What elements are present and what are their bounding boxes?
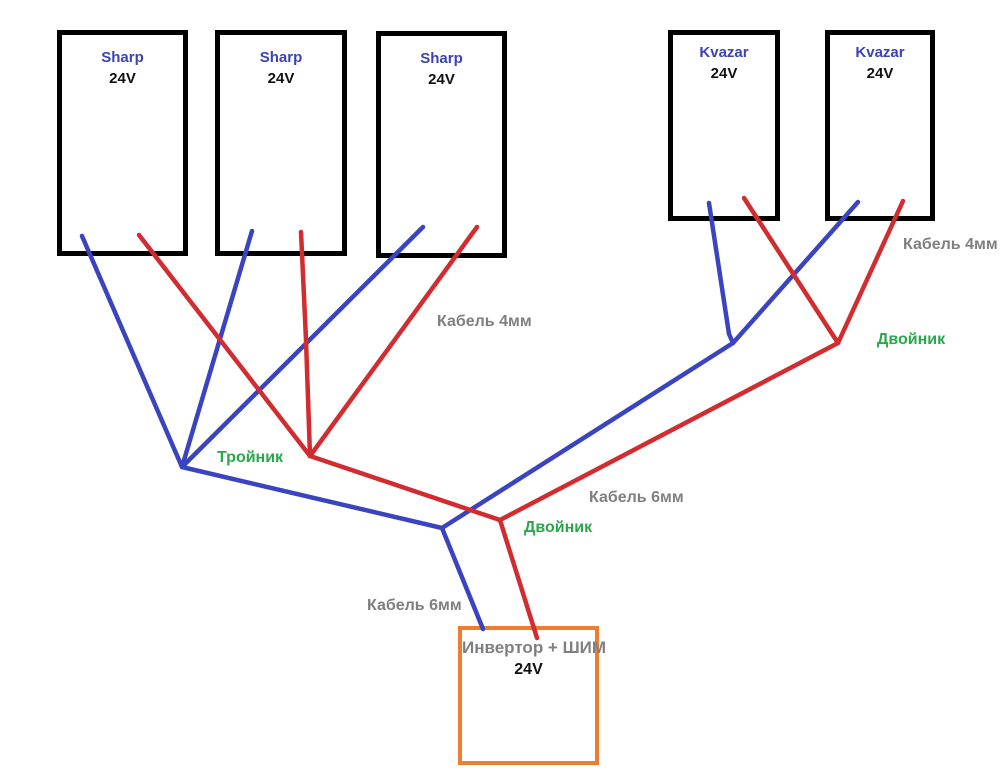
wire-doubler-to-inverter-positive: [497, 517, 540, 641]
panel-name: Sharp: [420, 50, 463, 67]
panel-kvazar-2: Kvazar 24V: [825, 30, 935, 221]
cable-4mm-label-right: Кабель 4мм: [903, 236, 998, 253]
doubler-connector-label-middle: Двойник: [524, 519, 593, 536]
tee-connector-label: Тройник: [217, 449, 284, 466]
inverter-voltage: 24V: [514, 661, 543, 678]
wire-kvazar1-negative: [706, 200, 736, 346]
wire-tee-to-doubler-positive: [307, 453, 503, 523]
cable-6mm-label-bottom: Кабель 6мм: [367, 597, 462, 614]
panel-sharp-2: Sharp 24V: [215, 30, 347, 256]
wire-sharp2-negative: [179, 228, 255, 470]
panel-name: Kvazar: [855, 44, 905, 61]
wire-sharp3-positive: [307, 224, 480, 459]
wire-sharp3-negative: [179, 224, 426, 470]
wire-right-doubler-to-doubler-negative: [439, 340, 736, 531]
wire-kvazar2-negative: [730, 199, 861, 346]
panel-kvazar-1: Kvazar 24V: [668, 30, 780, 221]
doubler-connector-label-right: Двойник: [877, 331, 946, 348]
wire-kvazar2-positive: [835, 198, 906, 346]
panel-name: Sharp: [259, 49, 303, 66]
panel-sharp-3: Sharp 24V: [376, 31, 507, 258]
panel-name: Kvazar: [699, 44, 749, 61]
cable-6mm-label-middle: Кабель 6мм: [589, 489, 684, 506]
panel-name: Sharp: [101, 49, 144, 66]
inverter-name: Инвертор + ШИМ: [462, 638, 607, 657]
inverter-box: Инвертор + ШИМ 24V: [458, 626, 607, 765]
wire-tee-to-doubler-negative: [179, 464, 445, 531]
wire-sharp1-negative: [79, 233, 185, 470]
panel-voltage: 24V: [866, 65, 894, 82]
panel-sharp-1: Sharp 24V: [57, 30, 188, 256]
wire-sharp2-positive: [298, 229, 313, 459]
panel-voltage: 24V: [267, 70, 295, 87]
cable-4mm-label-left: Кабель 4мм: [437, 313, 532, 330]
wire-sharp1-positive: [136, 232, 313, 459]
panel-voltage: 24V: [428, 71, 455, 88]
panel-voltage: 24V: [109, 70, 136, 87]
panel-voltage: 24V: [710, 65, 738, 82]
